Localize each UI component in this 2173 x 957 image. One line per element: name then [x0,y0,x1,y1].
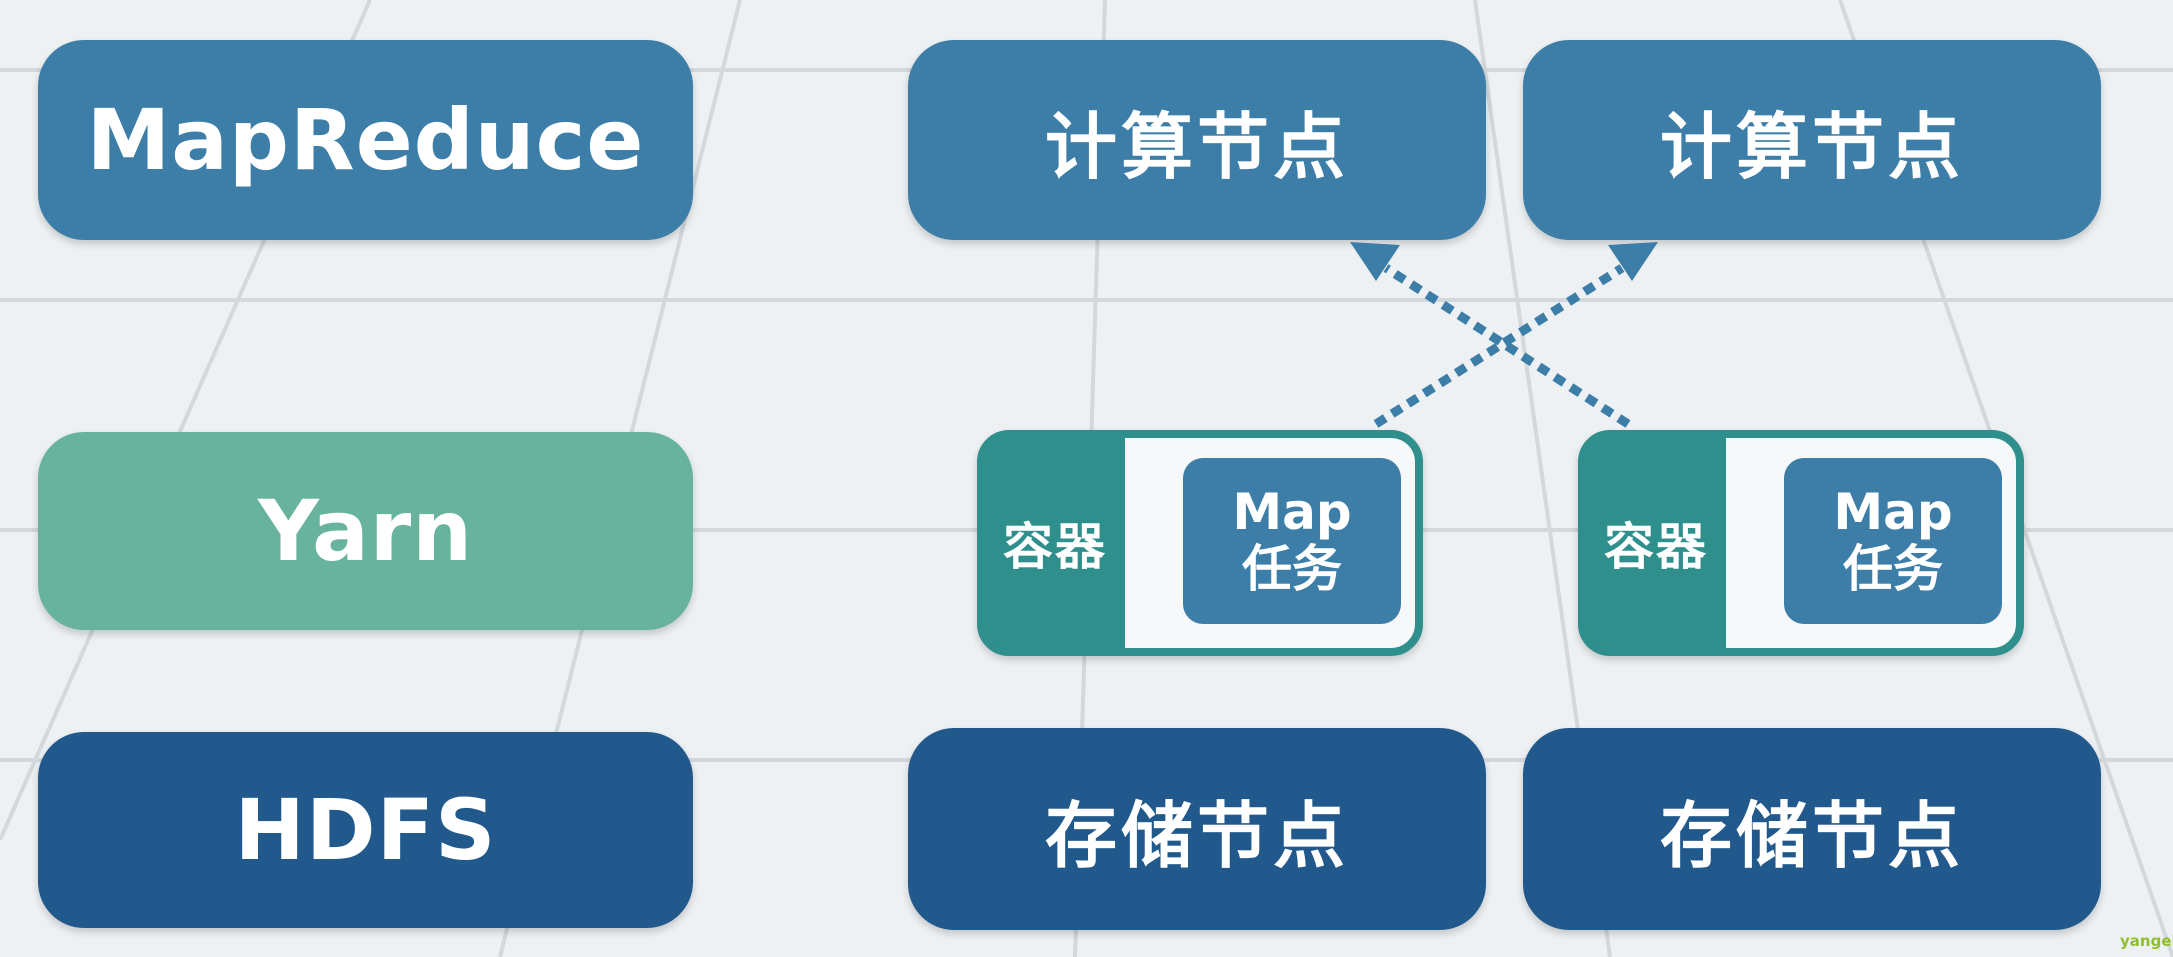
compute-node-2: 计算节点 [1523,40,2101,240]
mapreduce-label: MapReduce [86,91,645,189]
hdfs-label: HDFS [234,781,497,879]
storage-node-1: 存储节点 [908,728,1486,930]
map-task-box: Map 任务 [1183,458,1401,624]
map-task-line2: 任务 [1242,540,1342,598]
container-1: 容器 Map 任务 [977,430,1423,656]
container-label: 容器 [1003,518,1107,576]
map-task-line1: Map [1232,482,1352,541]
compute-node-label: 计算节点 [1659,104,1964,189]
hdfs-layer-box: HDFS [38,732,693,928]
map-task-line2: 任务 [1843,540,1943,598]
map-task-line1: Map [1833,482,1953,541]
container-label-tab: 容器 [985,438,1125,648]
yarn-layer-box: Yarn [38,432,693,630]
container-label-tab: 容器 [1586,438,1726,648]
yarn-label: Yarn [257,482,474,580]
compute-node-1: 计算节点 [908,40,1486,240]
mapreduce-layer-box: MapReduce [38,40,693,240]
storage-node-2: 存储节点 [1523,728,2101,930]
compute-node-label: 计算节点 [1044,104,1349,189]
container-2: 容器 Map 任务 [1578,430,2024,656]
watermark-logo: yangeit [2120,932,2173,950]
storage-node-label: 存储节点 [1659,793,1964,878]
container-label: 容器 [1604,518,1708,576]
storage-node-label: 存储节点 [1044,793,1349,878]
map-task-box: Map 任务 [1784,458,2002,624]
